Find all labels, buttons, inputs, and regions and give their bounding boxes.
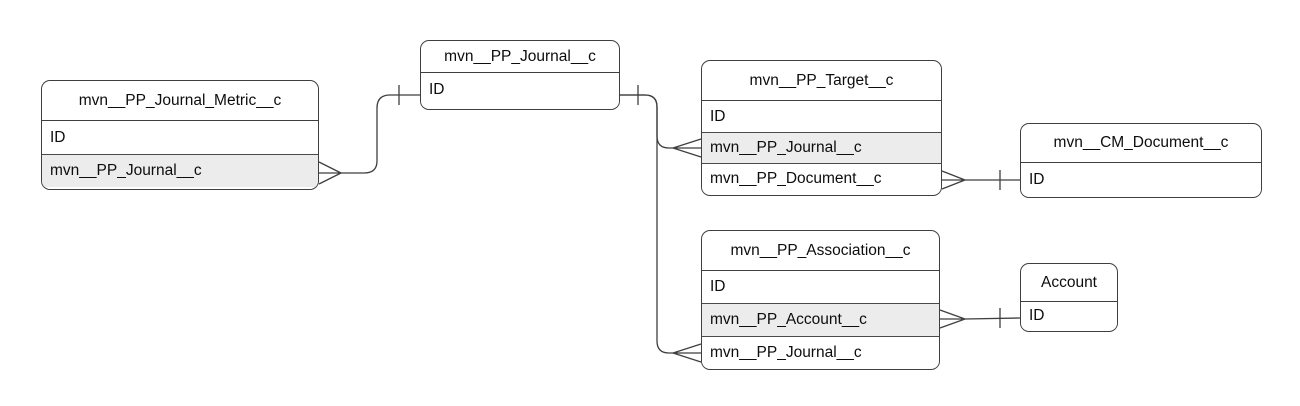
connector-association-to-account [939,308,1021,329]
connector-journal-metric-to-journal [318,85,420,185]
entity-mvn-pp-journal-metric: mvn__PP_Journal_Metric__c ID mvn__PP_Jou… [41,80,319,190]
entity-mvn-pp-journal: mvn__PP_Journal__c ID [420,40,620,110]
entity-row-id: ID [1021,163,1261,196]
connector-line [341,94,420,174]
entity-title: mvn__PP_Journal__c [421,41,619,73]
entity-row-account-fk: mvn__PP_Account__c [702,303,939,336]
entity-mvn-cm-document: mvn__CM_Document__c ID [1020,123,1262,198]
entity-row-id: ID [421,73,619,107]
crows-foot-many-icon [939,309,966,329]
crows-foot-many-icon [672,138,702,158]
entity-title: mvn__CM_Document__c [1021,124,1261,163]
entity-row-id: ID [702,271,939,303]
entity-mvn-pp-target: mvn__PP_Target__c ID mvn__PP_Journal__c … [701,60,942,196]
entity-mvn-pp-association: mvn__PP_Association__c ID mvn__PP_Accoun… [701,230,940,370]
crows-foot-many-icon [318,161,342,185]
connector-target-to-cm-document [941,170,1020,190]
connector-line [620,94,673,354]
entity-title: mvn__PP_Journal_Metric__c [42,81,318,121]
entity-row-id: ID [1021,302,1117,330]
entity-row-id: ID [42,121,318,154]
entity-row-journal-fk: mvn__PP_Journal__c [702,132,941,163]
entity-row-journal-fk: mvn__PP_Journal__c [42,154,318,187]
crows-foot-many-icon [672,343,702,363]
entity-row-journal-fk: mvn__PP_Journal__c [702,336,939,368]
entity-title: mvn__PP_Association__c [702,231,939,271]
connector-line [620,94,673,149]
entity-row-id: ID [702,101,941,132]
entity-title: mvn__PP_Target__c [702,61,941,101]
crows-foot-many-icon [941,170,966,190]
entity-title: Account [1021,264,1117,302]
entity-account: Account ID [1020,263,1118,332]
entity-row-document-fk: mvn__PP_Document__c [702,163,941,194]
connector-journal-to-target [620,85,702,158]
connector-journal-to-association [620,94,702,363]
connector-line [964,317,1021,320]
